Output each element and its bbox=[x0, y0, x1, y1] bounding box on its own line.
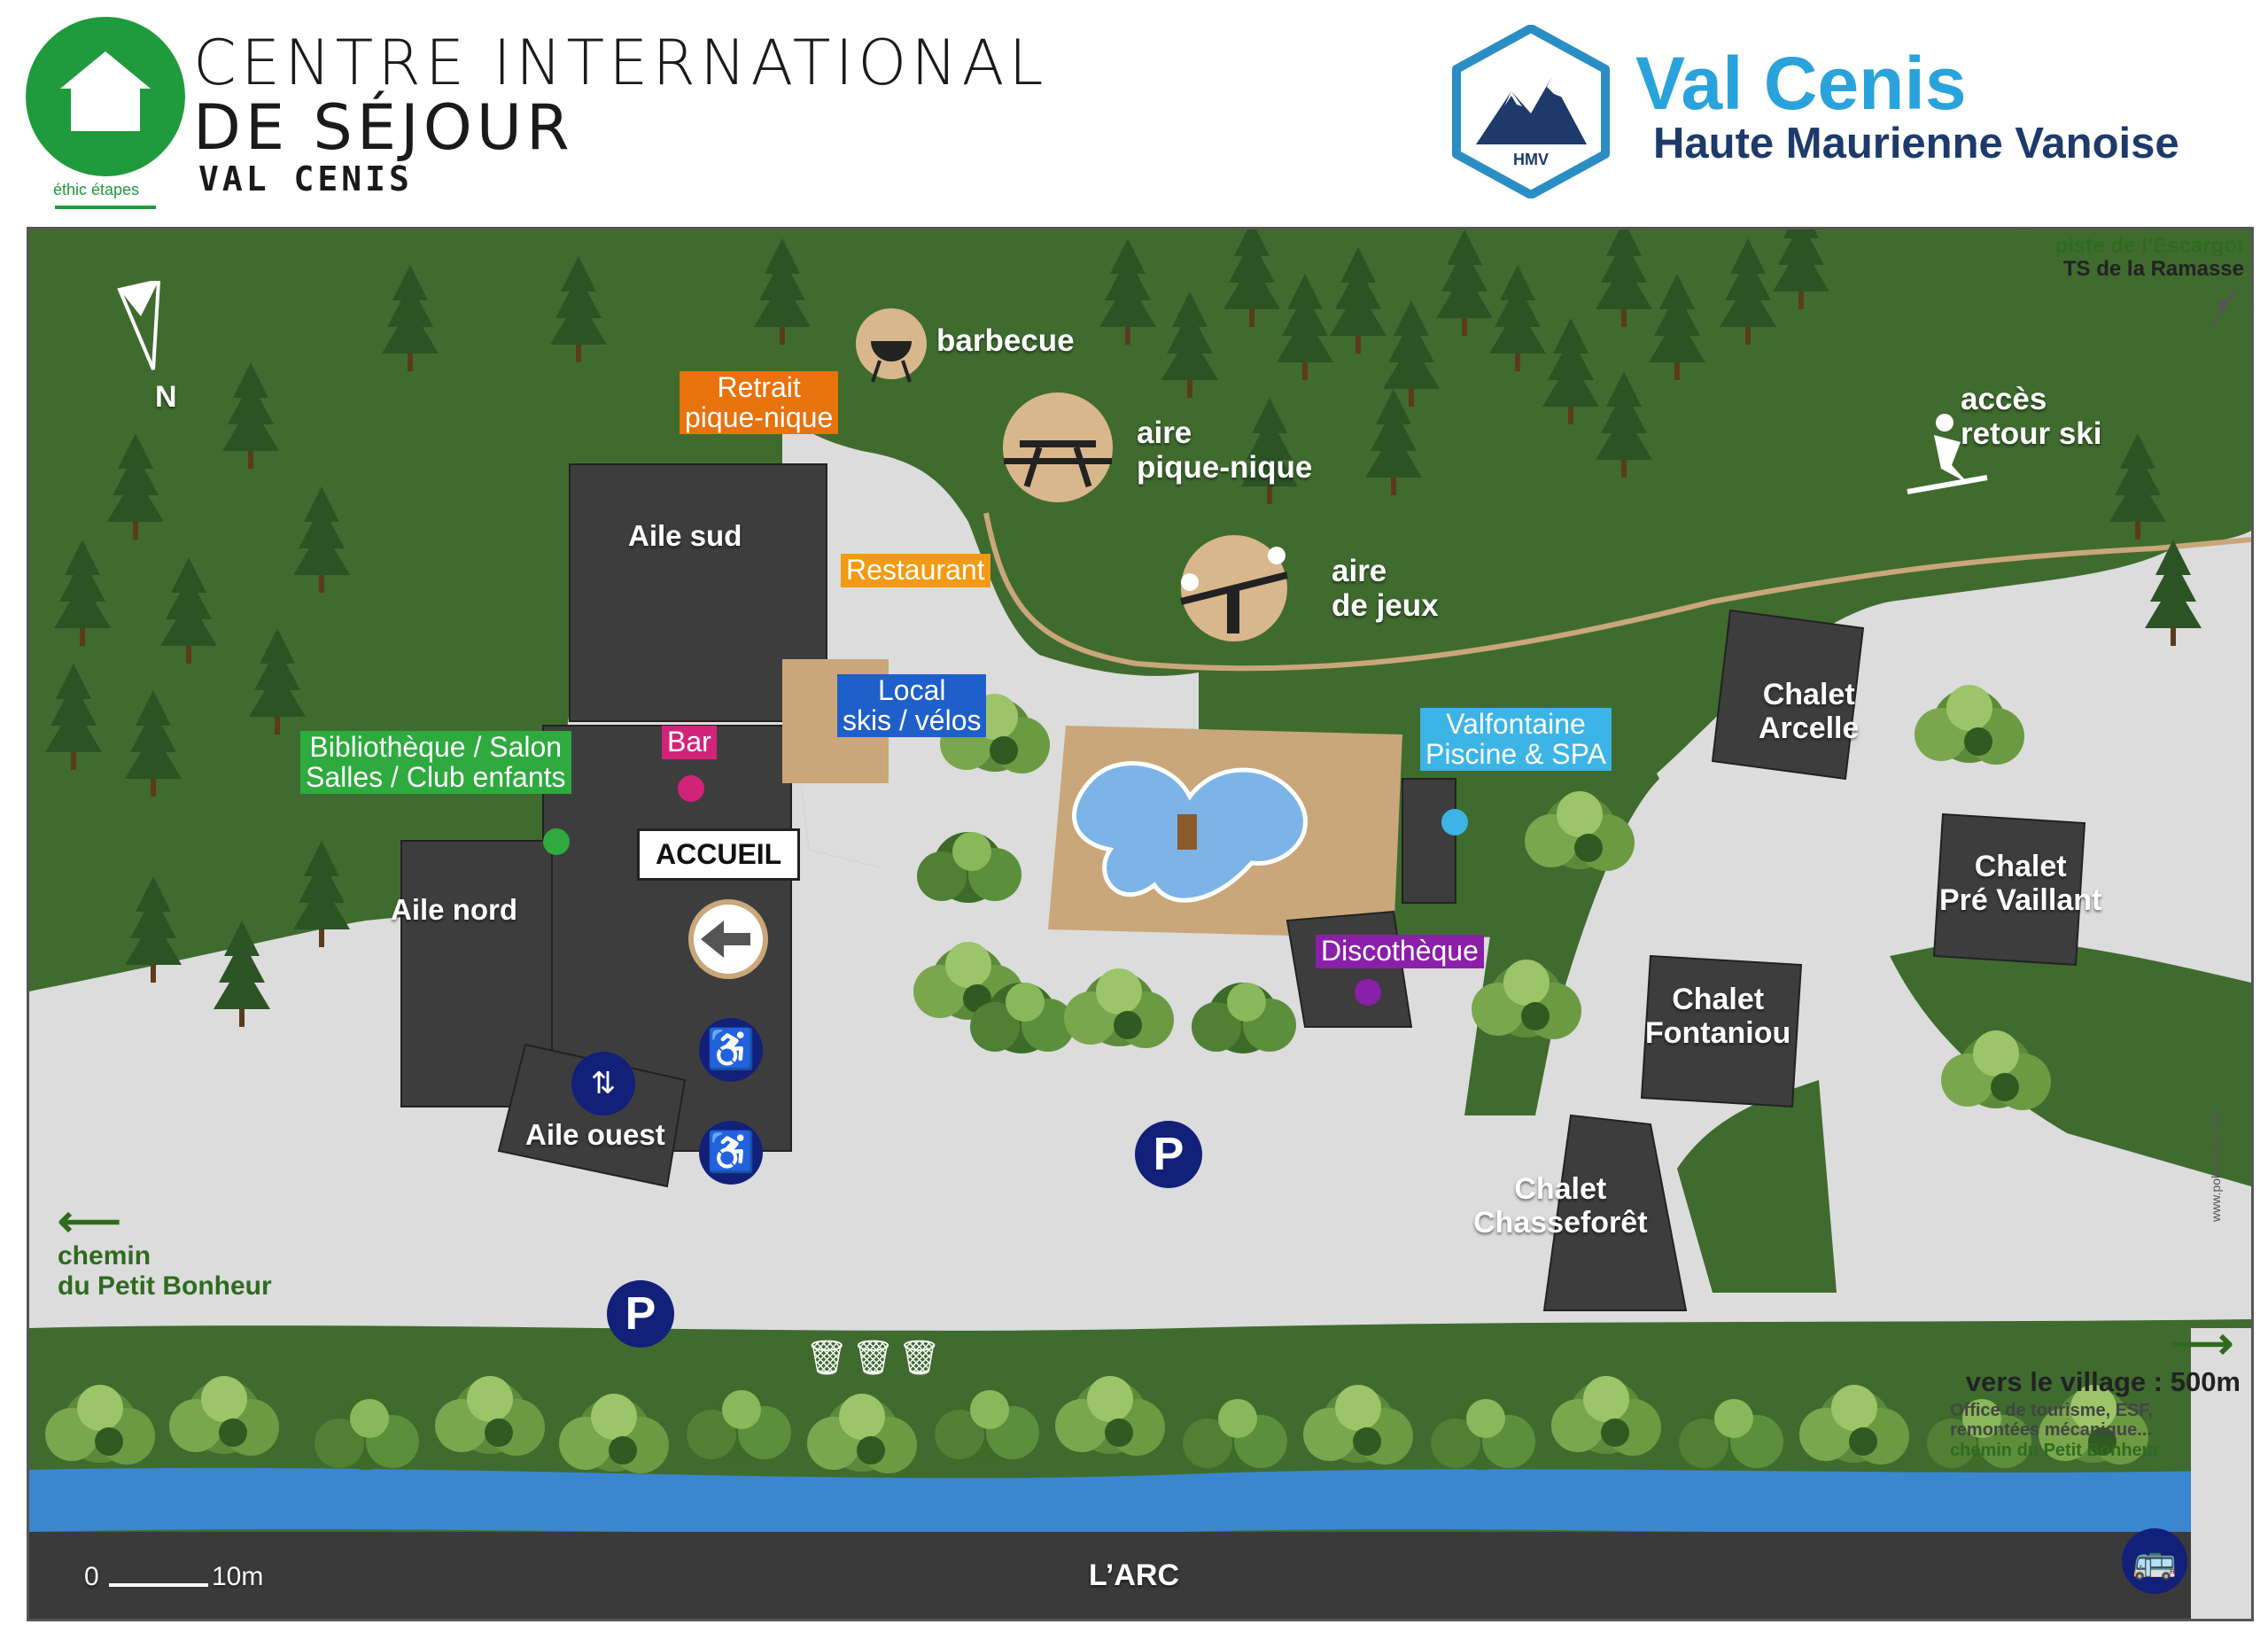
house-logo-icon bbox=[26, 17, 185, 176]
map-background bbox=[29, 229, 2251, 1619]
brand-tagline: Haute Maurienne Vanoise bbox=[1653, 120, 2179, 167]
org-title-line2: DE SÉJOUR bbox=[193, 91, 574, 164]
tag-discotheque: Discothèque bbox=[1316, 935, 1484, 968]
ts-note: TS de la Ramasse bbox=[2062, 257, 2244, 281]
barbecue-icon bbox=[856, 308, 927, 383]
header: éthic étapes CENTRE INTERNATIONAL DE SÉJ… bbox=[0, 0, 2268, 221]
site-map: N piste de l’Escargot TS de la Ramasse b… bbox=[27, 227, 2254, 1621]
parking-icon: P bbox=[1135, 1121, 1202, 1188]
bus-icon: 🚌 bbox=[2122, 1528, 2187, 1594]
ethic-etapes-logo: éthic étapes bbox=[53, 181, 140, 198]
brand-badge-text: HMV bbox=[1513, 151, 1549, 168]
right-arrow-icon: ⟶ bbox=[2170, 1318, 2233, 1368]
aile-ouest-label: Aile ouest bbox=[525, 1118, 665, 1151]
scale-bar bbox=[109, 1583, 208, 1587]
seesaw-icon bbox=[1180, 535, 1288, 641]
parking-icon: P bbox=[607, 1280, 674, 1348]
bibliotheque-dot bbox=[543, 828, 570, 855]
ethic-underline bbox=[55, 206, 156, 209]
north-arrow-icon bbox=[117, 281, 161, 370]
org-subtitle: VAL CENIS bbox=[198, 159, 413, 198]
scale-ten: 10m bbox=[212, 1562, 264, 1591]
north-label: N bbox=[155, 380, 177, 414]
wheelchair-icon: ♿ bbox=[699, 1121, 763, 1185]
river-label: L’ARC bbox=[1089, 1558, 1179, 1592]
tag-bar: Bar bbox=[662, 726, 717, 759]
wheelchair-icon: ♿ bbox=[699, 1018, 763, 1082]
entrance-arrow-icon bbox=[688, 899, 768, 979]
trash-bin-icon: 🗑🗑🗑 bbox=[805, 1340, 944, 1377]
bar-dot bbox=[678, 775, 704, 802]
picnic-table-icon bbox=[1003, 392, 1113, 502]
left-arrow-icon: ⟵ bbox=[58, 1196, 121, 1246]
village-note: Office de tourisme, ESF,remontées mécani… bbox=[1950, 1401, 2160, 1460]
ski-lift-icon bbox=[2209, 289, 2237, 330]
accueil-label: ACCUEIL bbox=[637, 828, 801, 881]
discotheque-dot bbox=[1355, 979, 1381, 1006]
aile-sud-label: Aile sud bbox=[628, 519, 742, 552]
valfontaine-dot bbox=[1441, 809, 1468, 835]
aile-nord-label: Aile nord bbox=[391, 893, 518, 926]
scale-zero: 0 bbox=[84, 1562, 99, 1591]
barbecue-label: barbecue bbox=[936, 323, 1075, 358]
org-title-line1: CENTRE INTERNATIONAL bbox=[193, 27, 1048, 99]
elevator-icon: ⇅ bbox=[571, 1052, 635, 1115]
brand-name: Val Cenis bbox=[1635, 42, 1967, 125]
credit: www.polymobyl.com bbox=[2209, 1109, 2223, 1222]
val-cenis-badge-logo bbox=[1452, 25, 1610, 198]
tag-restaurant: Restaurant bbox=[841, 554, 990, 587]
piste-note: piste de l’Escargot bbox=[2054, 234, 2244, 258]
skier-icon bbox=[1907, 414, 1988, 494]
village-title: vers le village : 500m bbox=[1965, 1366, 2241, 1397]
